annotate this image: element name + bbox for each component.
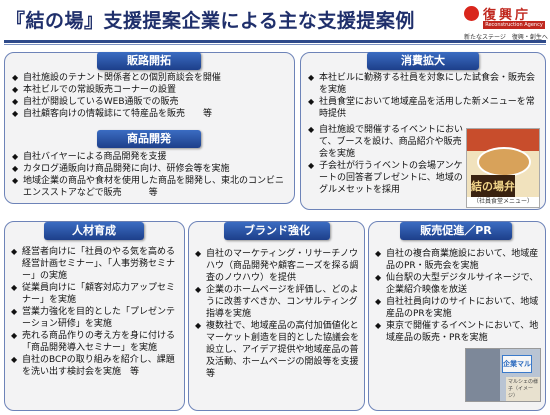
list-item: 自社のマーケティング・リサーチノウハウ（商品開発や顧客ニーズを探る調査のノウハウ… bbox=[195, 248, 363, 284]
photo-sign: 結の場弁 bbox=[471, 175, 515, 199]
list-item: 社員食堂において地域産品を活用した新メニューを常時提供 bbox=[308, 96, 542, 120]
photo-caption: マルシェの様子（イメージ） bbox=[506, 377, 540, 401]
marche-photo: 企業マルシェ マルシェの様子（イメージ） bbox=[465, 348, 541, 402]
sun-icon bbox=[464, 6, 479, 21]
list-hr: 経営者向けに「社員のやる気を高める経営計画セミナー」、「人事労務セミナー」の実施… bbox=[11, 246, 183, 378]
list-item: 地域企業の商品や食材を使用した商品を開発し、東北のコンビニエンスストアなどで販売… bbox=[12, 175, 292, 199]
title-divider-thin bbox=[4, 44, 546, 45]
list-item: 東京で開催するイベントにおいて、地域産品の販売・PRを実施 bbox=[375, 320, 543, 344]
list-item: 仙台駅の大型デジタルサイネージで、企業紹介映像を放送 bbox=[375, 272, 543, 296]
list-item: 本社ビルに勤務する社員を対象にした試食会・販売会を実施 bbox=[308, 72, 542, 96]
list-item: カタログ通販向け商品開発に向け、研修会等を実施 bbox=[12, 163, 292, 175]
page-title: 『結の場』支援提案企業による主な支援提案例 bbox=[6, 10, 415, 32]
list-item: 売れる商品作りの考え方を身に付ける「商品開発導入セミナー」を実施 bbox=[11, 330, 183, 354]
agency-logo: 復興庁 Reconstruction Agency 新たなステージ 復興・創生へ bbox=[464, 4, 548, 42]
list-item: 自社のBCPの取り組みを紹介し、課題を洗い出す検討会を実施 等 bbox=[11, 354, 183, 378]
list-item: 子会社が行うイベントの会場アンケートの回答者プレゼントに、地域のグルメセットを採… bbox=[308, 160, 464, 196]
list-item: 複数社で、地域産品の高付加価値化とマーケット創造を目的とした協議会を設立し、アイ… bbox=[195, 320, 377, 380]
list-sales-channel: 自社施設のテナント関係者との個別商談会を開催 本社ビルでの常設販売コーナーの設置… bbox=[12, 72, 292, 120]
list-item: 自社施設のテナント関係者との個別商談会を開催 bbox=[12, 72, 292, 84]
list-item: 経営者向けに「社員のやる気を高める経営計画セミナー」、「人事労務セミナー」の実施 bbox=[11, 246, 183, 282]
list-consumption-more: 自社施設で開催するイベントにおいて、ブースを設け、商品紹介や販売会を実施 子会社… bbox=[308, 124, 464, 196]
photo-sign: 企業マルシェ bbox=[502, 355, 532, 384]
list-item: 自社社員向けのサイトにおいて、地域産品のPRを実施 bbox=[375, 296, 543, 320]
title-divider bbox=[4, 40, 546, 43]
header-product-dev: 商品開発 bbox=[97, 130, 201, 148]
header-sales-channel: 販路開拓 bbox=[97, 52, 201, 70]
logo-english: Reconstruction Agency bbox=[483, 21, 545, 29]
list-brand: 自社のマーケティング・リサーチノウハウ（商品開発や顧客ニーズを探る調査のノウハウ… bbox=[195, 248, 377, 380]
list-item: 従業員向けに「顧客対応力アップセミナー」を実施 bbox=[11, 282, 183, 306]
list-product-dev: 自社バイヤーによる商品開発を支援 カタログ通販向け商品開発に向け、研修会等を実施… bbox=[12, 151, 292, 199]
list-item: 自社顧客向けの情報誌にて特産品を販売 等 bbox=[12, 108, 292, 120]
header-hr: 人材育成 bbox=[44, 222, 144, 240]
list-consumption: 本社ビルに勤務する社員を対象にした試食会・販売会を実施 社員食堂において地域産品… bbox=[308, 72, 542, 120]
list-item: 企業のホームページを評価し、どのように改善すべきか、コンサルティング指導を実施 bbox=[195, 284, 363, 320]
list-item: 自社施設で開催するイベントにおいて、ブースを設け、商品紹介や販売会を実施 bbox=[308, 124, 464, 160]
logo-name: 復興庁 bbox=[483, 8, 532, 23]
list-item: 自社が開設しているWEB通販での販売 bbox=[12, 96, 292, 108]
list-item: 営業力強化を目的とした「プレゼンテーション研修」を実施 bbox=[11, 306, 183, 330]
header-promo: 販売促進／PR bbox=[400, 222, 512, 240]
list-item: 自社の複合商業施設において、地域産品のPR・販売会を実施 bbox=[375, 248, 543, 272]
header-brand: ブランド強化 bbox=[224, 222, 330, 240]
staff-cafeteria-photo: 結の場弁 （社員食堂メニュー） bbox=[466, 128, 540, 208]
logo-tagline: 新たなステージ 復興・創生へ bbox=[464, 34, 548, 41]
header-consumption: 消費拡大 bbox=[367, 52, 479, 70]
photo-caption: （社員食堂メニュー） bbox=[467, 197, 539, 207]
lunch-bowl-icon bbox=[477, 147, 531, 177]
list-promo: 自社の複合商業施設において、地域産品のPR・販売会を実施 仙台駅の大型デジタルサ… bbox=[375, 248, 543, 344]
list-item: 本社ビルでの常設販売コーナーの設置 bbox=[12, 84, 292, 96]
list-item: 自社バイヤーによる商品開発を支援 bbox=[12, 151, 292, 163]
